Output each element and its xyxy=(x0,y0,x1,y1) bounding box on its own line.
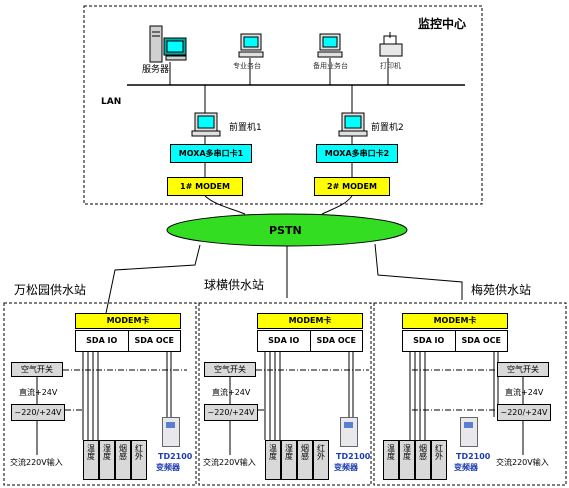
vfd-display xyxy=(344,422,353,428)
ac-input-label: 交流220V输入 xyxy=(496,458,549,467)
sensor-2: 烟感 xyxy=(297,440,313,480)
air-switch: 空气开关 xyxy=(204,362,256,377)
power-converter: ~220/+24V xyxy=(11,404,65,421)
station-2-boundary xyxy=(198,302,372,486)
sensor-label: 烟感 xyxy=(418,444,428,460)
station-3-boundary xyxy=(373,302,567,486)
vfd-label: 变频器 xyxy=(334,463,358,472)
sensor-1: 湿度 xyxy=(99,440,115,480)
power-converter: ~220/+24V xyxy=(497,404,551,421)
vfd-label: 变频器 xyxy=(454,463,478,472)
sensor-label: 红外 xyxy=(134,444,144,460)
sensor-label: 烟感 xyxy=(118,444,128,460)
sensor-label: 烟感 xyxy=(300,444,310,460)
sensor-label: 湿度 xyxy=(284,444,294,460)
backup-workstation-label: 备用业务台 xyxy=(313,62,348,70)
server-icon xyxy=(149,25,187,63)
vfd-icon xyxy=(340,417,358,447)
workstation-icon xyxy=(238,33,264,58)
modem-1: 1# MODEM xyxy=(167,177,243,196)
sensor-label: 湿度 xyxy=(402,444,412,460)
front-end-1-label: 前置机1 xyxy=(229,123,262,133)
vfd-label: 变频器 xyxy=(156,463,180,472)
sensor-label: 红外 xyxy=(316,444,326,460)
backup-workstation-icon xyxy=(317,33,343,58)
sensor-1: 湿度 xyxy=(281,440,297,480)
vfd-model: TD2100 xyxy=(158,452,193,461)
dc-label: 直流+24V xyxy=(19,388,58,397)
sda-oce-label: SDA OCE xyxy=(454,331,508,351)
sensor-0: 温度 xyxy=(83,440,99,480)
power-converter: ~220/+24V xyxy=(204,404,258,421)
sensor-label: 温度 xyxy=(268,444,278,460)
control-center-title: 监控中心 xyxy=(418,17,467,31)
vfd-model: TD2100 xyxy=(456,452,491,461)
station-2-name: 球横供水站 xyxy=(204,278,265,292)
lan-label: LAN xyxy=(101,97,122,107)
vfd-model: TD2100 xyxy=(336,452,371,461)
modem-card: MODEM卡 xyxy=(75,313,181,329)
station-1-boundary xyxy=(3,302,197,486)
sda-module: SDA IO SDA OCE xyxy=(257,330,363,352)
front-end-2-icon xyxy=(338,112,368,137)
dc-label: 直流+24V xyxy=(505,388,544,397)
server-label: 服务器 xyxy=(142,65,170,75)
workstation-label: 专业务台 xyxy=(233,62,261,70)
dc-label: 直流+24V xyxy=(212,388,251,397)
air-switch: 空气开关 xyxy=(11,362,63,377)
sensor-3: 红外 xyxy=(313,440,329,480)
printer-icon xyxy=(379,32,403,57)
sda-module: SDA IO SDA OCE xyxy=(75,330,181,352)
pstn-label: PSTN xyxy=(269,224,302,237)
sensor-label: 湿度 xyxy=(102,444,112,460)
vfd-display xyxy=(166,422,175,428)
sensor-3: 红外 xyxy=(131,440,147,480)
sensor-0: 温度 xyxy=(383,440,399,480)
moxa-card-1: MOXA多串口卡1 xyxy=(170,144,252,163)
ac-input-label: 交流220V输入 xyxy=(10,458,63,467)
air-switch: 空气开关 xyxy=(497,362,549,377)
sensor-label: 红外 xyxy=(434,444,444,460)
sda-io-label: SDA IO xyxy=(268,336,300,345)
sensor-label: 温度 xyxy=(386,444,396,460)
sensor-2: 烟感 xyxy=(115,440,131,480)
sensor-3: 红外 xyxy=(431,440,447,480)
sensor-label: 温度 xyxy=(86,444,96,460)
vfd-icon xyxy=(162,417,180,447)
control-center-boundary xyxy=(83,5,483,205)
sensor-1: 湿度 xyxy=(399,440,415,480)
vfd-icon xyxy=(460,417,478,447)
sda-oce-label: SDA OCE xyxy=(127,331,181,351)
modem-card: MODEM卡 xyxy=(257,313,363,329)
front-end-2-label: 前置机2 xyxy=(371,123,404,133)
sda-oce-label: SDA OCE xyxy=(309,331,363,351)
moxa-card-2: MOXA多串口卡2 xyxy=(316,144,398,163)
modem-2: 2# MODEM xyxy=(314,177,390,196)
printer-label: 打印机 xyxy=(380,62,401,70)
station-1-name: 万松园供水站 xyxy=(14,283,87,297)
sda-io-label: SDA IO xyxy=(86,336,118,345)
modem-card: MODEM卡 xyxy=(402,313,508,329)
sensor-2: 烟感 xyxy=(415,440,431,480)
ac-input-label: 交流220V输入 xyxy=(203,458,256,467)
station-3-name: 梅苑供水站 xyxy=(471,283,532,297)
sensor-0: 温度 xyxy=(265,440,281,480)
front-end-1-icon xyxy=(191,112,221,137)
sda-module: SDA IO SDA OCE xyxy=(402,330,508,352)
sda-io-label: SDA IO xyxy=(413,336,445,345)
vfd-display xyxy=(464,422,473,428)
